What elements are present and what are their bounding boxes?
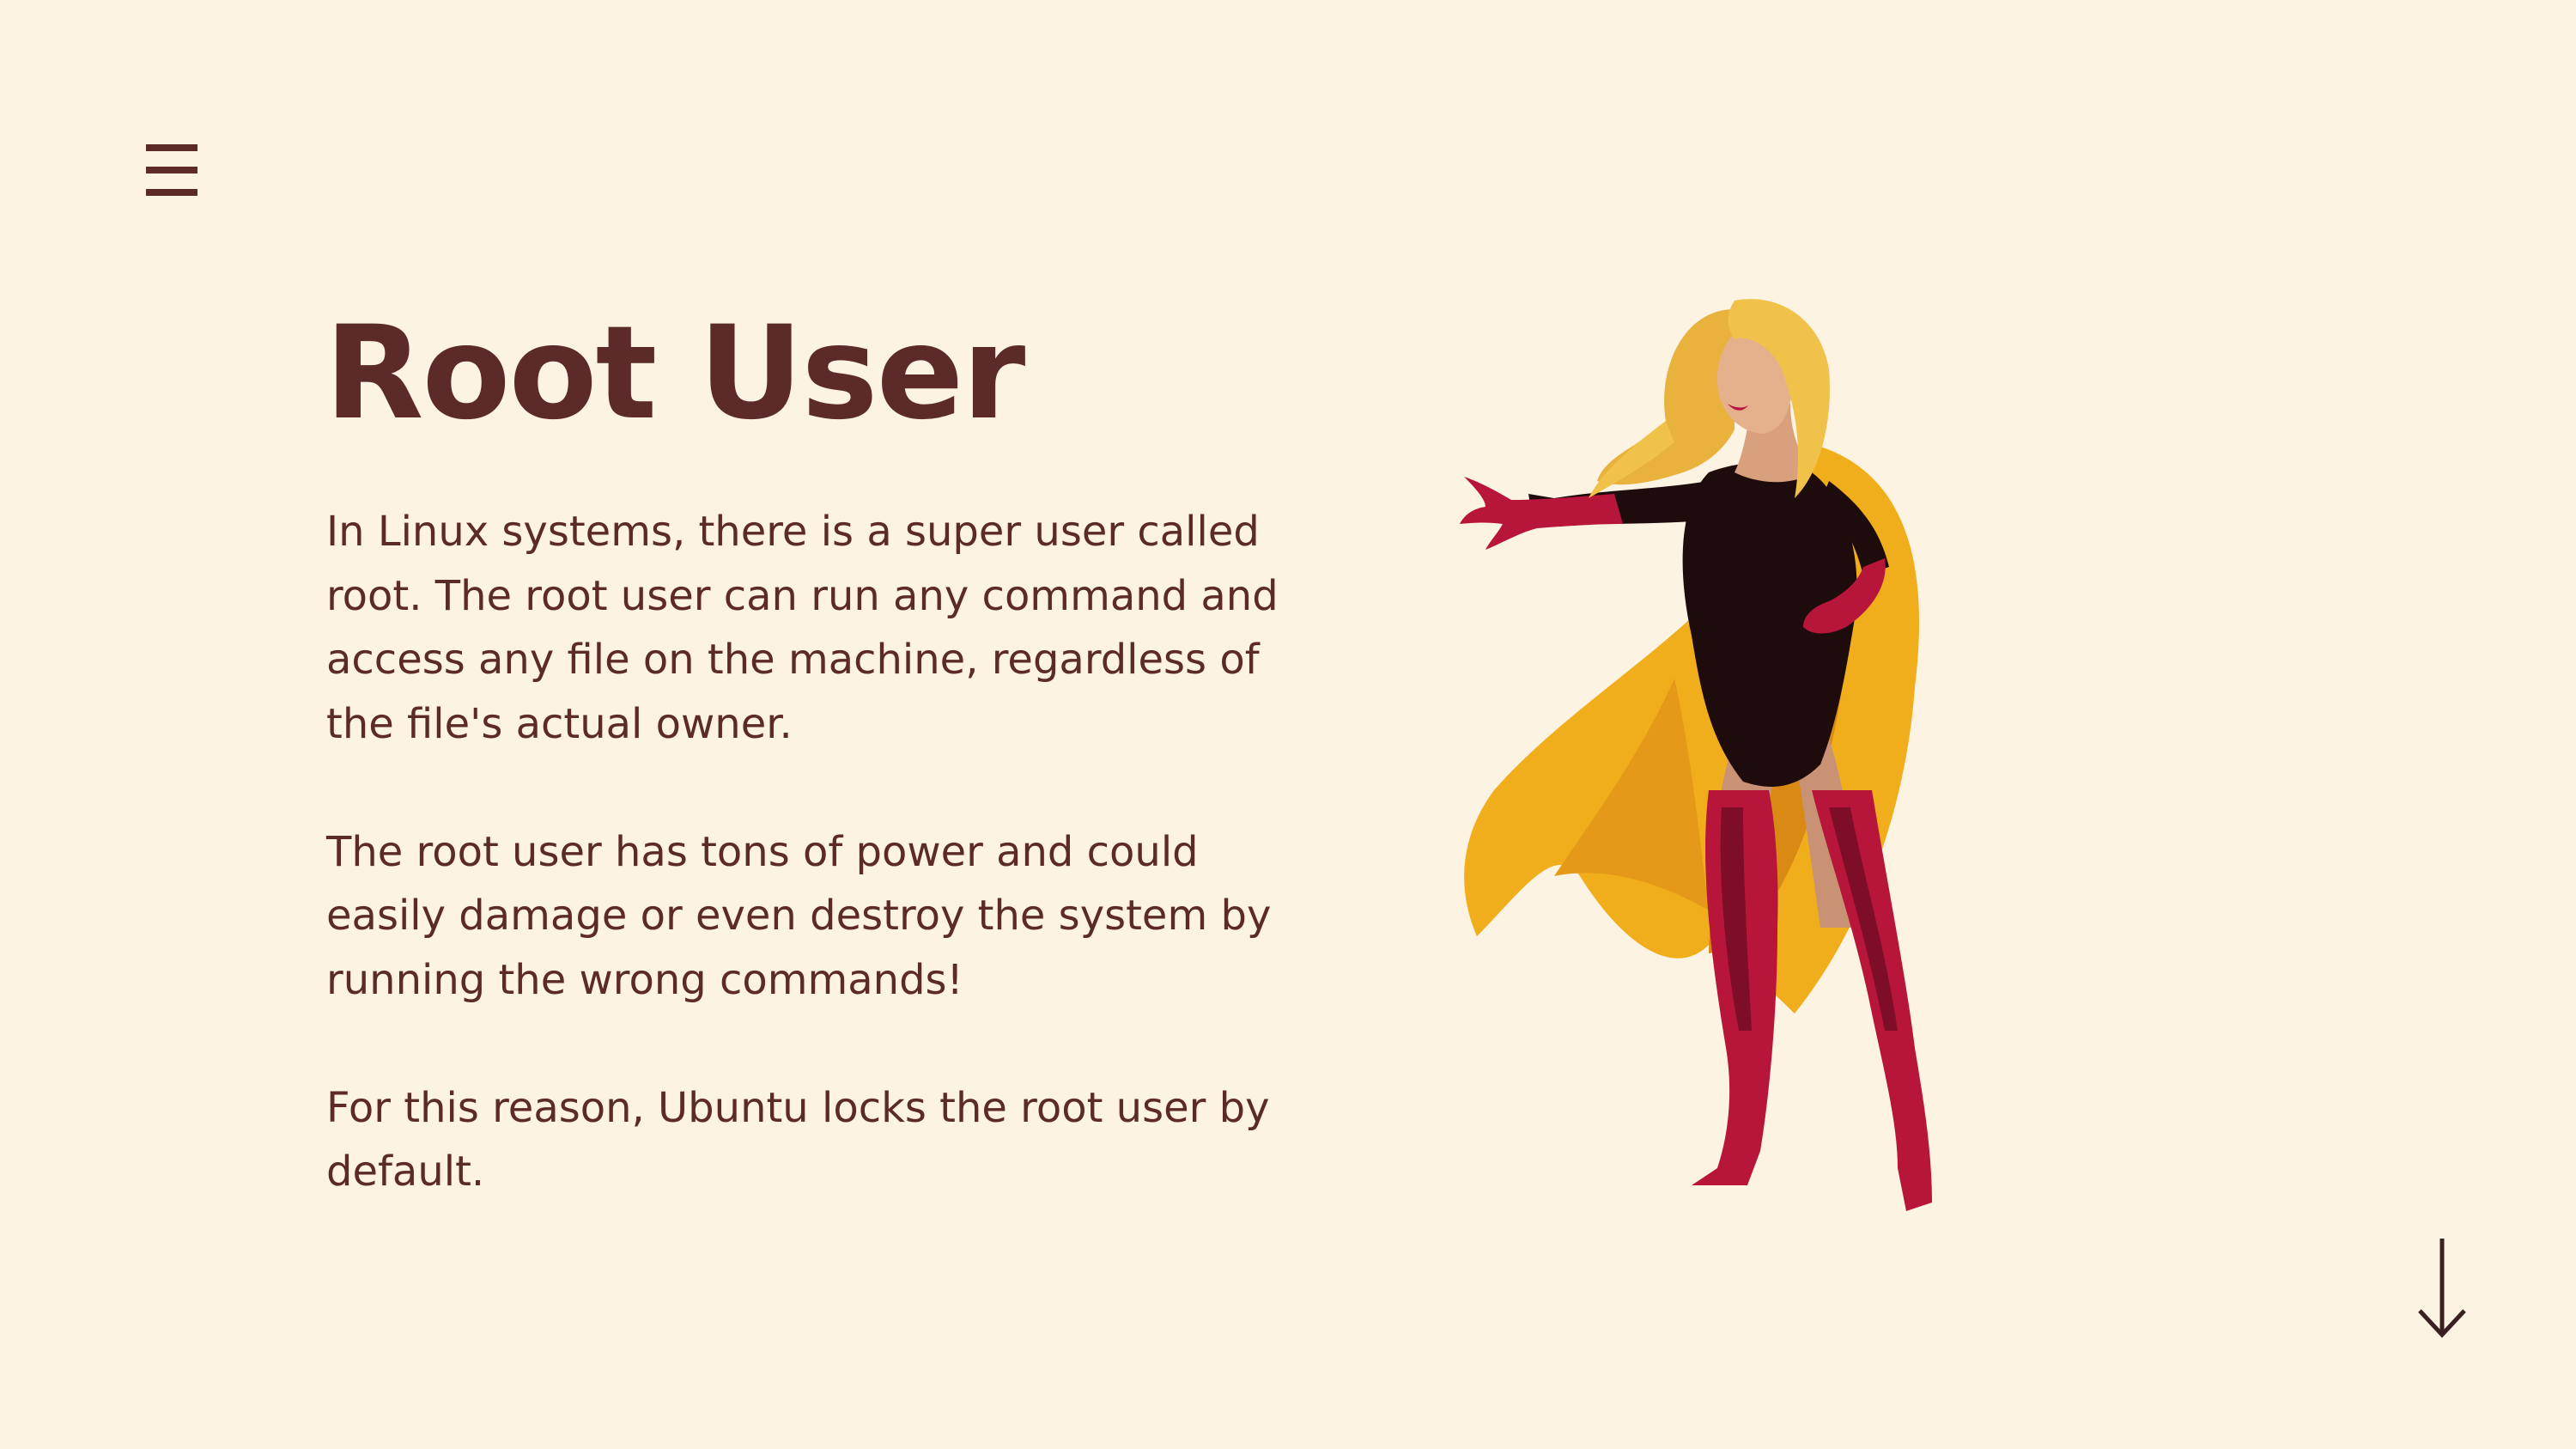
hair-strand	[1589, 421, 1674, 498]
text-line: root. The root user can run any command …	[326, 571, 1279, 620]
slide-body: In Linux systems, there is a super user …	[326, 500, 1314, 1204]
lips	[1728, 404, 1748, 411]
paragraph-gap	[326, 1012, 1314, 1076]
right-boot	[1812, 790, 1932, 1211]
paragraph-ubuntu-lock: For this reason, Ubuntu locks the root u…	[326, 1076, 1314, 1204]
boot-shade	[1829, 807, 1898, 1031]
cape-fold	[1554, 679, 1709, 910]
paragraph-root-power: The root user has tons of power and coul…	[326, 820, 1314, 1013]
boot-shade	[1720, 807, 1752, 1031]
hair-front	[1728, 299, 1830, 498]
right-arm	[1820, 481, 1889, 575]
text-line: the file's actual owner.	[326, 699, 793, 748]
scroll-down-button[interactable]	[2415, 1237, 2470, 1340]
text-line: In Linux systems, there is a super user …	[326, 508, 1260, 556]
menu-button[interactable]	[144, 144, 199, 196]
superheroine-illustration	[1451, 275, 2035, 1220]
right-glove	[1803, 558, 1886, 634]
left-glove	[1460, 477, 1623, 550]
text-line: access any file on the machine, regardle…	[326, 636, 1260, 684]
text-line: The root user has tons of power and coul…	[326, 827, 1199, 876]
paragraph-root-intro: In Linux systems, there is a super user …	[326, 500, 1314, 756]
text-line: running the wrong commands!	[326, 955, 963, 1004]
slide-title: Root User	[325, 299, 1025, 448]
text-line: easily damage or even destroy the system…	[326, 892, 1272, 940]
paragraph-gap	[326, 756, 1314, 820]
hamburger-menu-icon	[146, 144, 197, 196]
bodysuit	[1682, 462, 1857, 787]
text-line: For this reason, Ubuntu locks the root u…	[326, 1083, 1270, 1132]
hair-back	[1597, 309, 1735, 485]
arrow-down-icon	[2418, 1239, 2466, 1338]
text-line: default.	[326, 1148, 485, 1196]
